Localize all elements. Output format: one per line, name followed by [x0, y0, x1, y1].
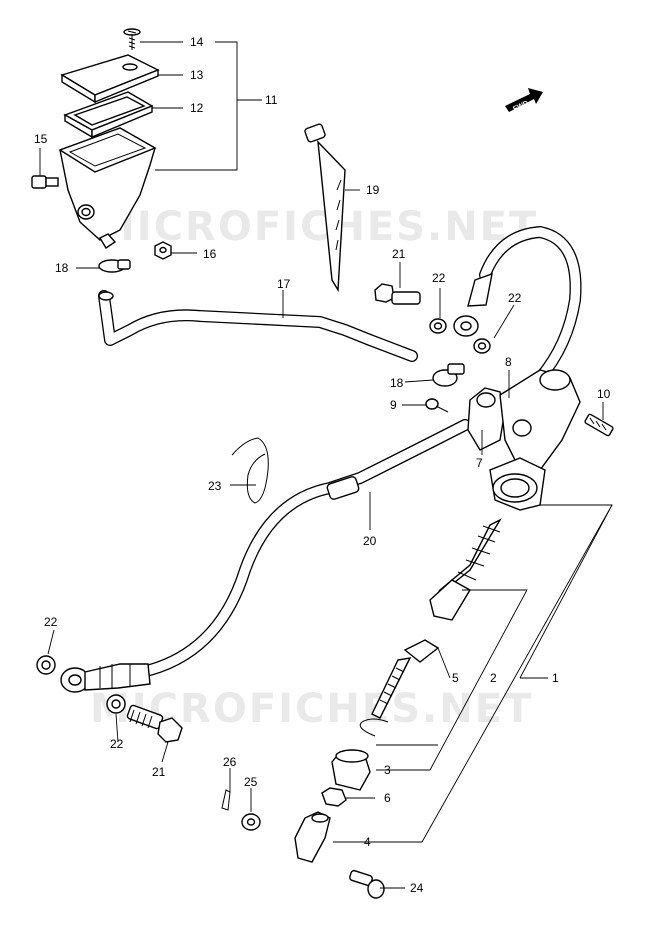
washer-upper-b: [473, 338, 491, 354]
label-23: 23: [208, 479, 222, 493]
dust-boot: [429, 518, 502, 621]
clevis-pin: [349, 869, 385, 899]
label-4: 4: [364, 835, 371, 849]
label-13: 13: [190, 68, 204, 82]
label-11: 11: [265, 93, 278, 107]
label-5: 5: [452, 671, 459, 685]
label-24: 24: [410, 881, 424, 895]
spring-clip: [231, 437, 269, 504]
clevis: [294, 811, 331, 863]
banjo-bolt-lower: [126, 704, 183, 743]
reservoir-screw: [123, 28, 141, 50]
label-15: 15: [34, 132, 48, 146]
watermark-top: MICROFICHES.NET: [95, 204, 538, 250]
label-2: 2: [490, 671, 497, 685]
label-19: 19: [366, 183, 380, 197]
banjo-fitting-lower: [60, 663, 151, 693]
washer-lower-b: [106, 694, 126, 714]
label-14: 14: [190, 35, 204, 49]
label-6: 6: [384, 791, 391, 805]
label-12: 12: [190, 101, 204, 115]
label-9: 9: [390, 398, 397, 412]
label-21b: 21: [152, 765, 166, 779]
washer-upper-a: [429, 318, 447, 334]
label-18b: 18: [390, 376, 404, 390]
reservoir-diaphragm-plate: [63, 91, 154, 139]
upper-hose: [453, 226, 582, 384]
label-3: 3: [384, 763, 391, 777]
hose-clamp-upper: [98, 259, 131, 273]
washer-pin: [241, 813, 261, 831]
connector-screw: [425, 398, 449, 413]
reservoir-nut: [154, 241, 172, 260]
mounting-bolt: [584, 413, 614, 437]
label-22d: 22: [110, 737, 124, 751]
label-10: 10: [597, 387, 611, 401]
label-25: 25: [244, 775, 258, 789]
label-20: 20: [363, 534, 377, 548]
label-18a: 18: [55, 261, 69, 275]
label-7: 7: [476, 456, 483, 470]
hose-clamp-lower: [432, 363, 465, 387]
brake-hose: [144, 419, 471, 676]
piston-cup: [331, 749, 371, 791]
label-26: 26: [223, 755, 237, 769]
part-labels: 14 13 12 11 15 16 18 17 19 21 22 22 18 8…: [34, 35, 611, 895]
label-16: 16: [203, 247, 217, 261]
locknut: [321, 787, 347, 807]
label-22c: 22: [44, 615, 58, 629]
label-22b: 22: [508, 291, 522, 305]
cotter-pin: [221, 789, 231, 811]
push-rod: [371, 639, 440, 719]
reservoir-mount-bolt: [31, 175, 59, 189]
label-22a: 22: [432, 271, 446, 285]
banjo-bolt-upper: [374, 283, 421, 305]
label-17: 17: [277, 277, 291, 291]
reservoir-body: [58, 127, 157, 249]
leader-lines: [39, 41, 613, 889]
circlip: [359, 718, 389, 737]
washer-lower-a: [36, 655, 56, 675]
supply-hose: [98, 290, 418, 362]
cable-tie: [304, 123, 346, 293]
label-8: 8: [505, 355, 512, 369]
label-21a: 21: [392, 247, 406, 261]
reservoir-cap: [60, 54, 160, 104]
fwd-arrow-icon: FWD: [505, 88, 543, 113]
label-1: 1: [552, 671, 559, 685]
master-cylinder: [467, 369, 581, 511]
